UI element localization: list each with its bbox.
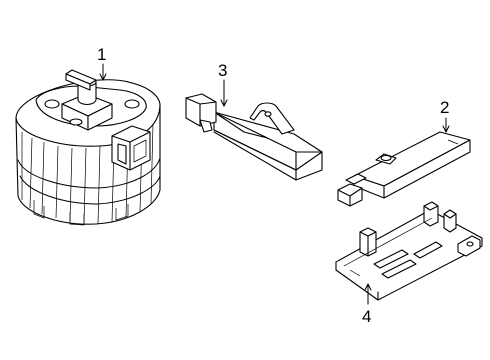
- callout-label-2: 2: [440, 98, 449, 117]
- part-3-antenna-bar: [185, 93, 323, 181]
- part-4-bracket: [335, 201, 483, 301]
- callout-label-3: 3: [218, 61, 227, 80]
- callout-label-1: 1: [97, 45, 106, 64]
- leader-arrow-4: [364, 283, 372, 291]
- leader-arrow-1: [99, 73, 107, 81]
- part-2-antenna-module: [337, 131, 471, 207]
- leader-arrow-3: [220, 99, 228, 107]
- part-1-switch-module: [15, 69, 161, 226]
- callout-label-4: 4: [362, 307, 371, 326]
- leader-arrow-2: [442, 125, 450, 133]
